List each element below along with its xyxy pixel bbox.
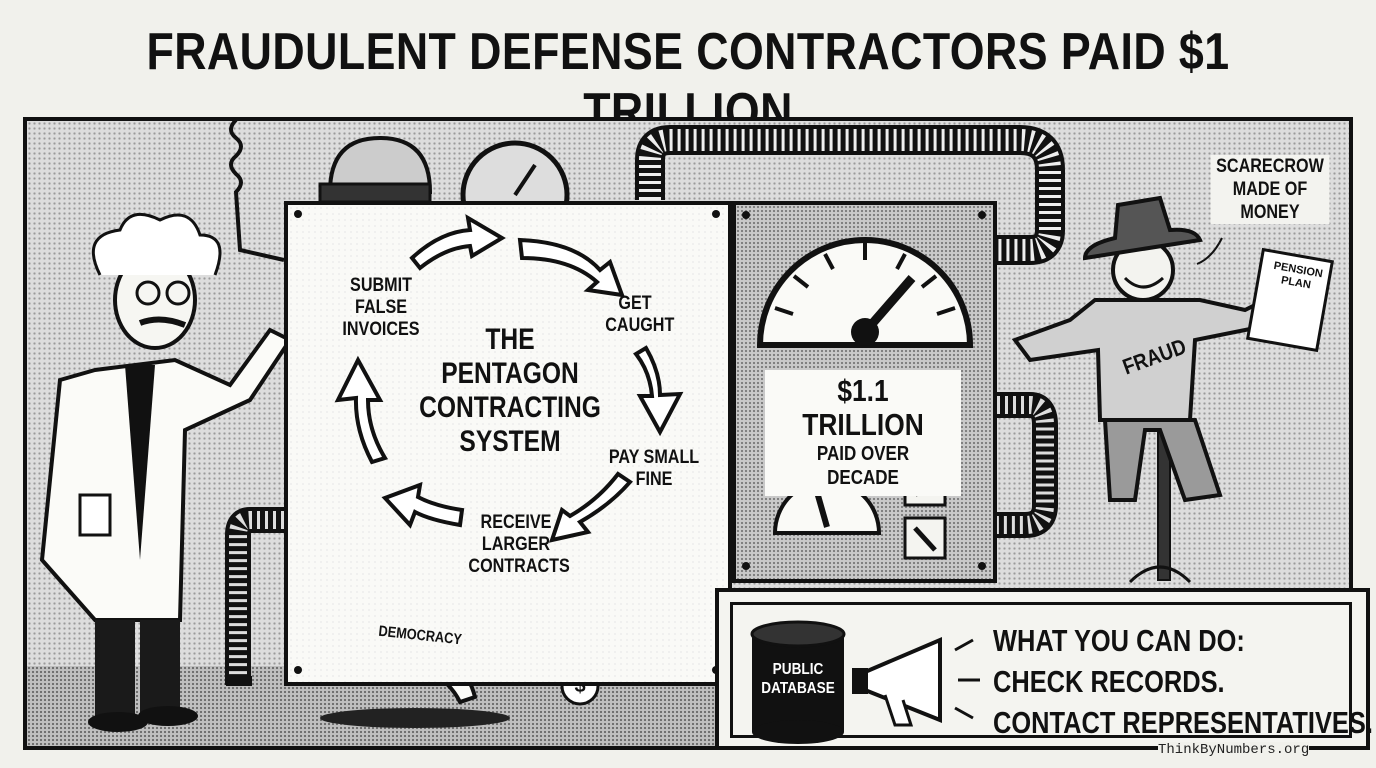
cycle-title-line: CONTRACTING (419, 391, 601, 424)
action-text: WHAT YOU CAN DO: CHECK RECORDS. CONTACT … (993, 620, 1373, 743)
page-title: FRAUDULENT DEFENSE CONTRACTORS PAID $1 T… (146, 23, 1230, 141)
cycle-title-line: PENTAGON (441, 357, 579, 390)
cycle-board (284, 201, 732, 686)
meter-caption: PAID OVER DECADE (816, 443, 910, 489)
action-box-inner (730, 602, 1352, 738)
svg-text:$: $ (574, 675, 585, 697)
meter-amount: $1.1 TRILLION (802, 373, 924, 442)
step-receive-larger-contracts: RECEIVE LARGER CONTRACTS (468, 512, 570, 577)
cycle-center-title: THE PENTAGON CONTRACTING SYSTEM (416, 323, 605, 459)
scientist-figure (39, 212, 293, 732)
step-submit-false-invoices: SUBMIT FALSE INVOICES (342, 275, 420, 340)
action-line: CONTACT REPRESENTATIVES. (993, 705, 1373, 740)
cycle-title-line: THE (485, 323, 535, 356)
cycle-title-line: SYSTEM (459, 425, 561, 458)
meter-readout: $1.1 TRILLION PAID OVER DECADE (765, 370, 961, 496)
rivet-icon (294, 210, 302, 218)
scarecrow-figure (1011, 195, 1335, 584)
action-line: CHECK RECORDS. (993, 664, 1225, 699)
rivet-icon (742, 562, 750, 570)
database-label: PUBLIC DATABASE (761, 661, 835, 697)
step-get-caught: GET CAUGHT (605, 293, 675, 336)
step-pay-small-fine: PAY SMALL FINE (608, 447, 700, 490)
watermark: ThinkByNumbers.org (1158, 742, 1310, 758)
scarecrow-label: SCARECROW MADE OF MONEY (1210, 155, 1330, 224)
rivet-icon (978, 562, 986, 570)
rivet-icon (978, 211, 986, 219)
action-heading: WHAT YOU CAN DO: (993, 623, 1245, 658)
rivet-icon (294, 666, 302, 674)
rivet-icon (712, 210, 720, 218)
rivet-icon (742, 211, 750, 219)
